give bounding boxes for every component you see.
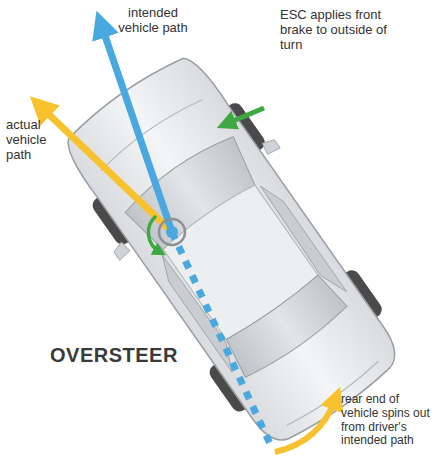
callout-note: rear end of vehicle spins out from drive… [341,393,434,448]
diagram-heading: OVERSTEER [50,344,190,367]
spin-out-arrow [275,398,336,452]
intended-path-arrow [101,24,172,232]
brake-pointer-arrow [226,108,264,124]
intended-path-trail [172,232,272,448]
callout-note: ESC applies front brake to outside of tu… [280,8,388,53]
path-label: actual vehicle path [6,118,60,163]
path-label: intended vehicle path [118,6,188,36]
steering-wheel [148,216,185,252]
